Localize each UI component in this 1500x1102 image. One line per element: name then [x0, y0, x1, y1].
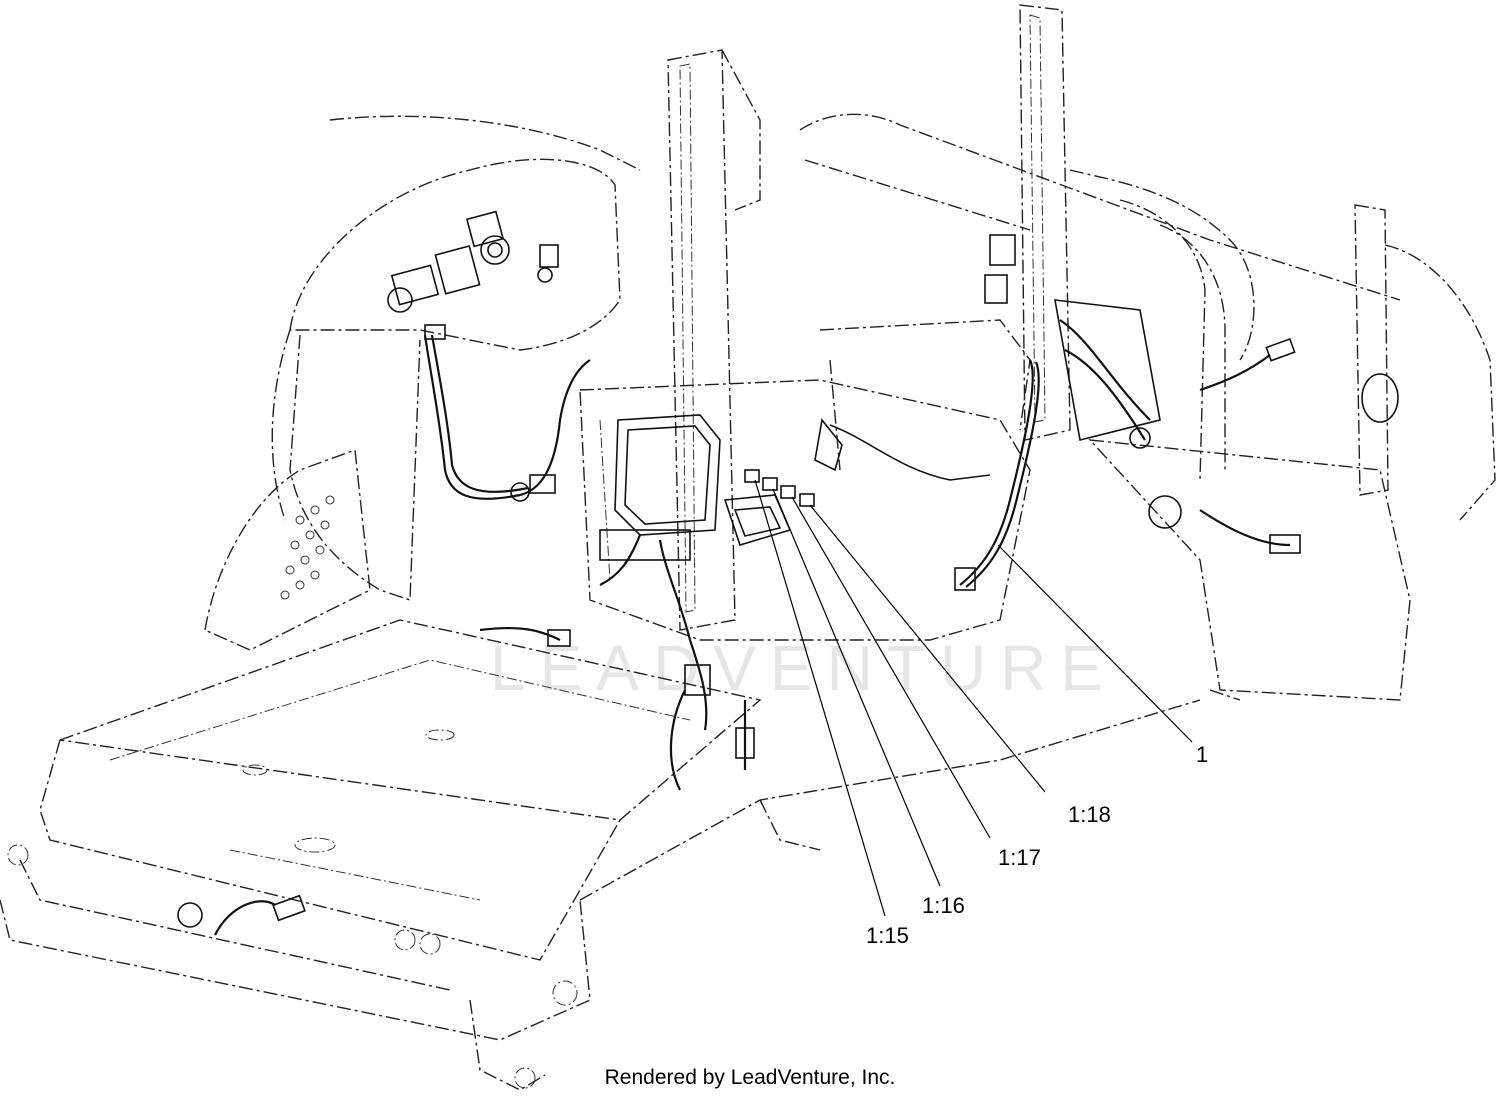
- callout-1: 1: [1196, 742, 1208, 767]
- callout-1-15: 1:15: [866, 923, 909, 948]
- callout-1-17: 1:17: [998, 845, 1041, 870]
- control-panel-components: [387, 210, 559, 340]
- leader-1-15: [754, 479, 886, 917]
- vent-holes: [280, 495, 335, 600]
- leader-lines: [754, 479, 1193, 917]
- mower-frame: [0, 4, 1496, 1091]
- leader-1: [997, 544, 1193, 743]
- watermark-text: LEADVENTURE: [490, 632, 1117, 704]
- callout-1-16: 1:16: [922, 893, 965, 918]
- leader-1-18: [809, 504, 1046, 793]
- render-credit: Rendered by LeadVenture, Inc.: [604, 1066, 896, 1089]
- leader-1-17: [791, 496, 991, 839]
- leader-1-16: [772, 488, 941, 887]
- callout-1-18: 1:18: [1068, 802, 1111, 827]
- callouts: 1 1:18 1:17 1:16 1:15: [866, 742, 1208, 948]
- wiring-harness: [177, 234, 1301, 936]
